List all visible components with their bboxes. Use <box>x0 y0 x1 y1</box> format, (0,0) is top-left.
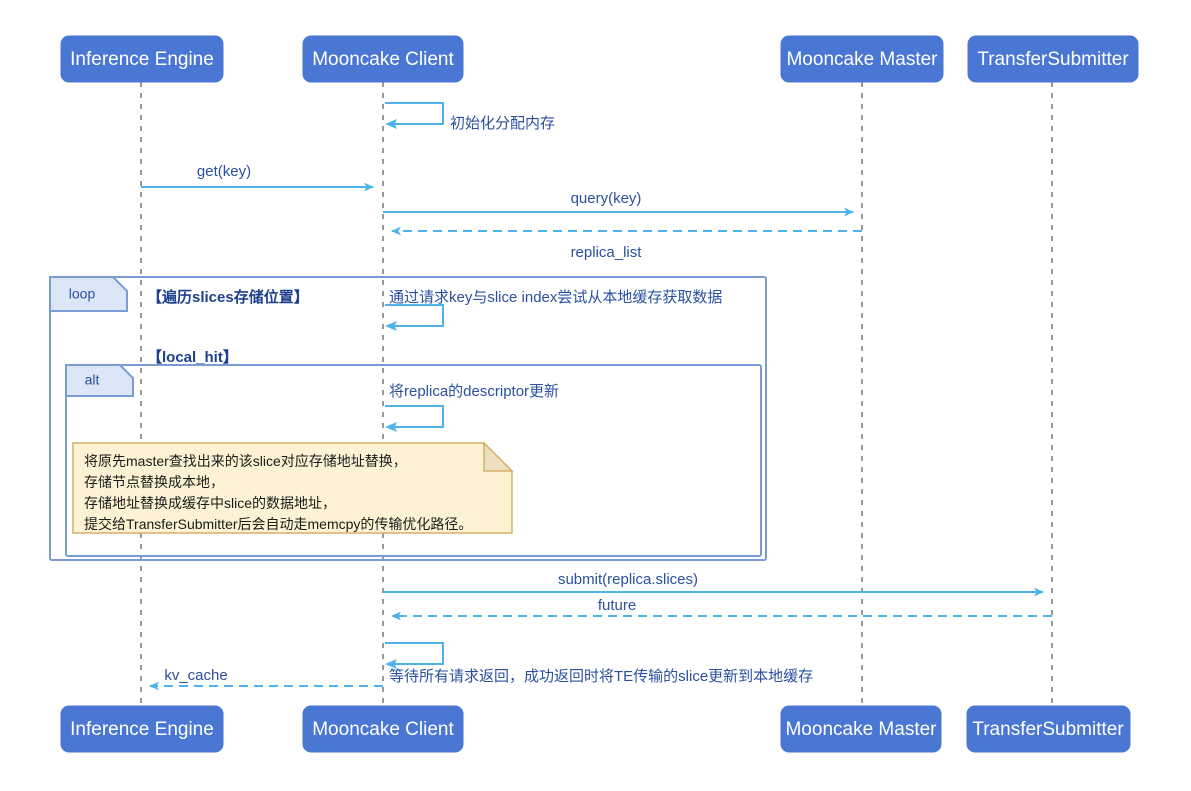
message-submit-replica-slices: submit(replica.slices) <box>383 571 1044 597</box>
message-get-key-label: get(key) <box>197 163 251 180</box>
message-future: future <box>391 597 1052 621</box>
message-self-update-descriptor-label: 将replica的descriptor更新 <box>389 383 559 400</box>
participant-top-inference-engine[interactable]: Inference Engine <box>60 35 224 83</box>
note-descriptor-replacement-fold <box>483 441 514 472</box>
message-self-local-cache-get: 通过请求key与slice index尝试从本地缓存获取数据 <box>385 289 722 331</box>
participant-top-mooncake-client[interactable]: Mooncake Client <box>302 35 464 83</box>
participant-bottom-transfer-submitter-box[interactable] <box>966 705 1131 753</box>
participant-top-inference-engine-box[interactable] <box>60 35 224 83</box>
participant-top-transfer-submitter-box[interactable] <box>967 35 1139 83</box>
message-self-update-descriptor-path <box>385 405 444 428</box>
participant-top-mooncake-master[interactable]: Mooncake Master <box>780 35 944 83</box>
participant-top-transfer-submitter-label: TransferSubmitter <box>977 49 1129 70</box>
fragment-alt-tab <box>65 364 134 397</box>
participant-bottom-mooncake-master-box[interactable] <box>780 705 942 753</box>
participant-top-transfer-submitter[interactable]: TransferSubmitter <box>967 35 1139 83</box>
participant-bottom-transfer-submitter-label: TransferSubmitter <box>972 719 1124 740</box>
participant-top-inference-engine-label: Inference Engine <box>70 49 214 70</box>
message-future-label: future <box>598 597 636 614</box>
note-line-1: 将原先master查找出来的该slice对应存储地址替换， <box>84 453 407 469</box>
message-replica-list: replica_list <box>391 226 862 261</box>
message-self-local-cache-get-arrowhead <box>385 321 397 331</box>
note-line-3: 存储地址替换成缓存中slice的数据地址， <box>84 495 336 511</box>
message-self-init-memory: 初始化分配内存 <box>385 102 555 132</box>
message-self-update-descriptor: 将replica的descriptor更新 <box>385 383 559 432</box>
note-descriptor-replacement: 将原先master查找出来的该slice对应存储地址替换， 存储节点替换成本地，… <box>72 441 514 534</box>
message-query-key: query(key) <box>383 190 854 217</box>
participant-top-mooncake-client-label: Mooncake Client <box>312 49 454 70</box>
participant-bottom-inference-engine-box[interactable] <box>60 705 224 753</box>
fragment-loop-condition: 【遍历slices存储位置】 <box>147 288 309 306</box>
fragment-loop-operator: loop <box>69 286 96 302</box>
participant-bottom-mooncake-client-label: Mooncake Client <box>312 719 454 740</box>
fragment-alt-box <box>65 364 762 557</box>
participant-bottom-mooncake-client-box[interactable] <box>302 705 464 753</box>
message-get-key: get(key) <box>141 163 374 192</box>
message-self-wait-all-requests-label: 等待所有请求返回，成功返回时将TE传输的slice更新到本地缓存 <box>389 667 813 685</box>
participant-bottom-mooncake-client[interactable]: Mooncake Client <box>302 705 464 753</box>
message-self-wait-all-requests-path <box>385 642 444 665</box>
participant-bottom-transfer-submitter[interactable]: TransferSubmitter <box>966 705 1131 753</box>
message-self-init-memory-path <box>385 102 444 125</box>
fragment-alt-operator: alt <box>85 372 100 388</box>
fragment-alt: alt 【local_hit】 <box>65 348 762 557</box>
fragment-loop-box <box>49 276 767 561</box>
note-line-4: 提交给TransferSubmitter后会自动走memcpy的传输优化路径。 <box>84 516 472 532</box>
message-self-init-memory-label: 初始化分配内存 <box>450 115 555 132</box>
message-submit-replica-slices-label: submit(replica.slices) <box>558 571 698 588</box>
message-self-local-cache-get-label: 通过请求key与slice index尝试从本地缓存获取数据 <box>389 289 722 306</box>
note-line-2: 存储节点替换成本地， <box>84 474 224 490</box>
message-self-local-cache-get-path <box>385 304 444 327</box>
fragment-loop: loop 【遍历slices存储位置】 <box>49 276 767 561</box>
participant-bottom-inference-engine-label: Inference Engine <box>70 719 214 740</box>
participant-top-mooncake-client-box[interactable] <box>302 35 464 83</box>
message-self-update-descriptor-arrowhead <box>385 422 397 432</box>
participant-bottom-mooncake-master[interactable]: Mooncake Master <box>780 705 942 753</box>
message-kv-cache: kv_cache <box>149 667 383 691</box>
note-descriptor-replacement-box <box>72 442 513 534</box>
fragment-loop-tab <box>49 276 128 312</box>
message-self-wait-all-requests: 等待所有请求返回，成功返回时将TE传输的slice更新到本地缓存 <box>385 642 813 685</box>
participant-bottom-mooncake-master-label: Mooncake Master <box>785 719 937 740</box>
message-self-init-memory-arrowhead <box>385 119 397 129</box>
participant-bottom-inference-engine[interactable]: Inference Engine <box>60 705 224 753</box>
participant-top-mooncake-master-label: Mooncake Master <box>786 49 938 70</box>
fragment-alt-condition: 【local_hit】 <box>147 348 238 366</box>
message-kv-cache-label: kv_cache <box>164 667 227 684</box>
participant-top-mooncake-master-box[interactable] <box>780 35 944 83</box>
message-self-wait-all-requests-arrowhead <box>385 659 397 669</box>
message-replica-list-label: replica_list <box>571 244 643 261</box>
message-query-key-label: query(key) <box>571 190 642 207</box>
